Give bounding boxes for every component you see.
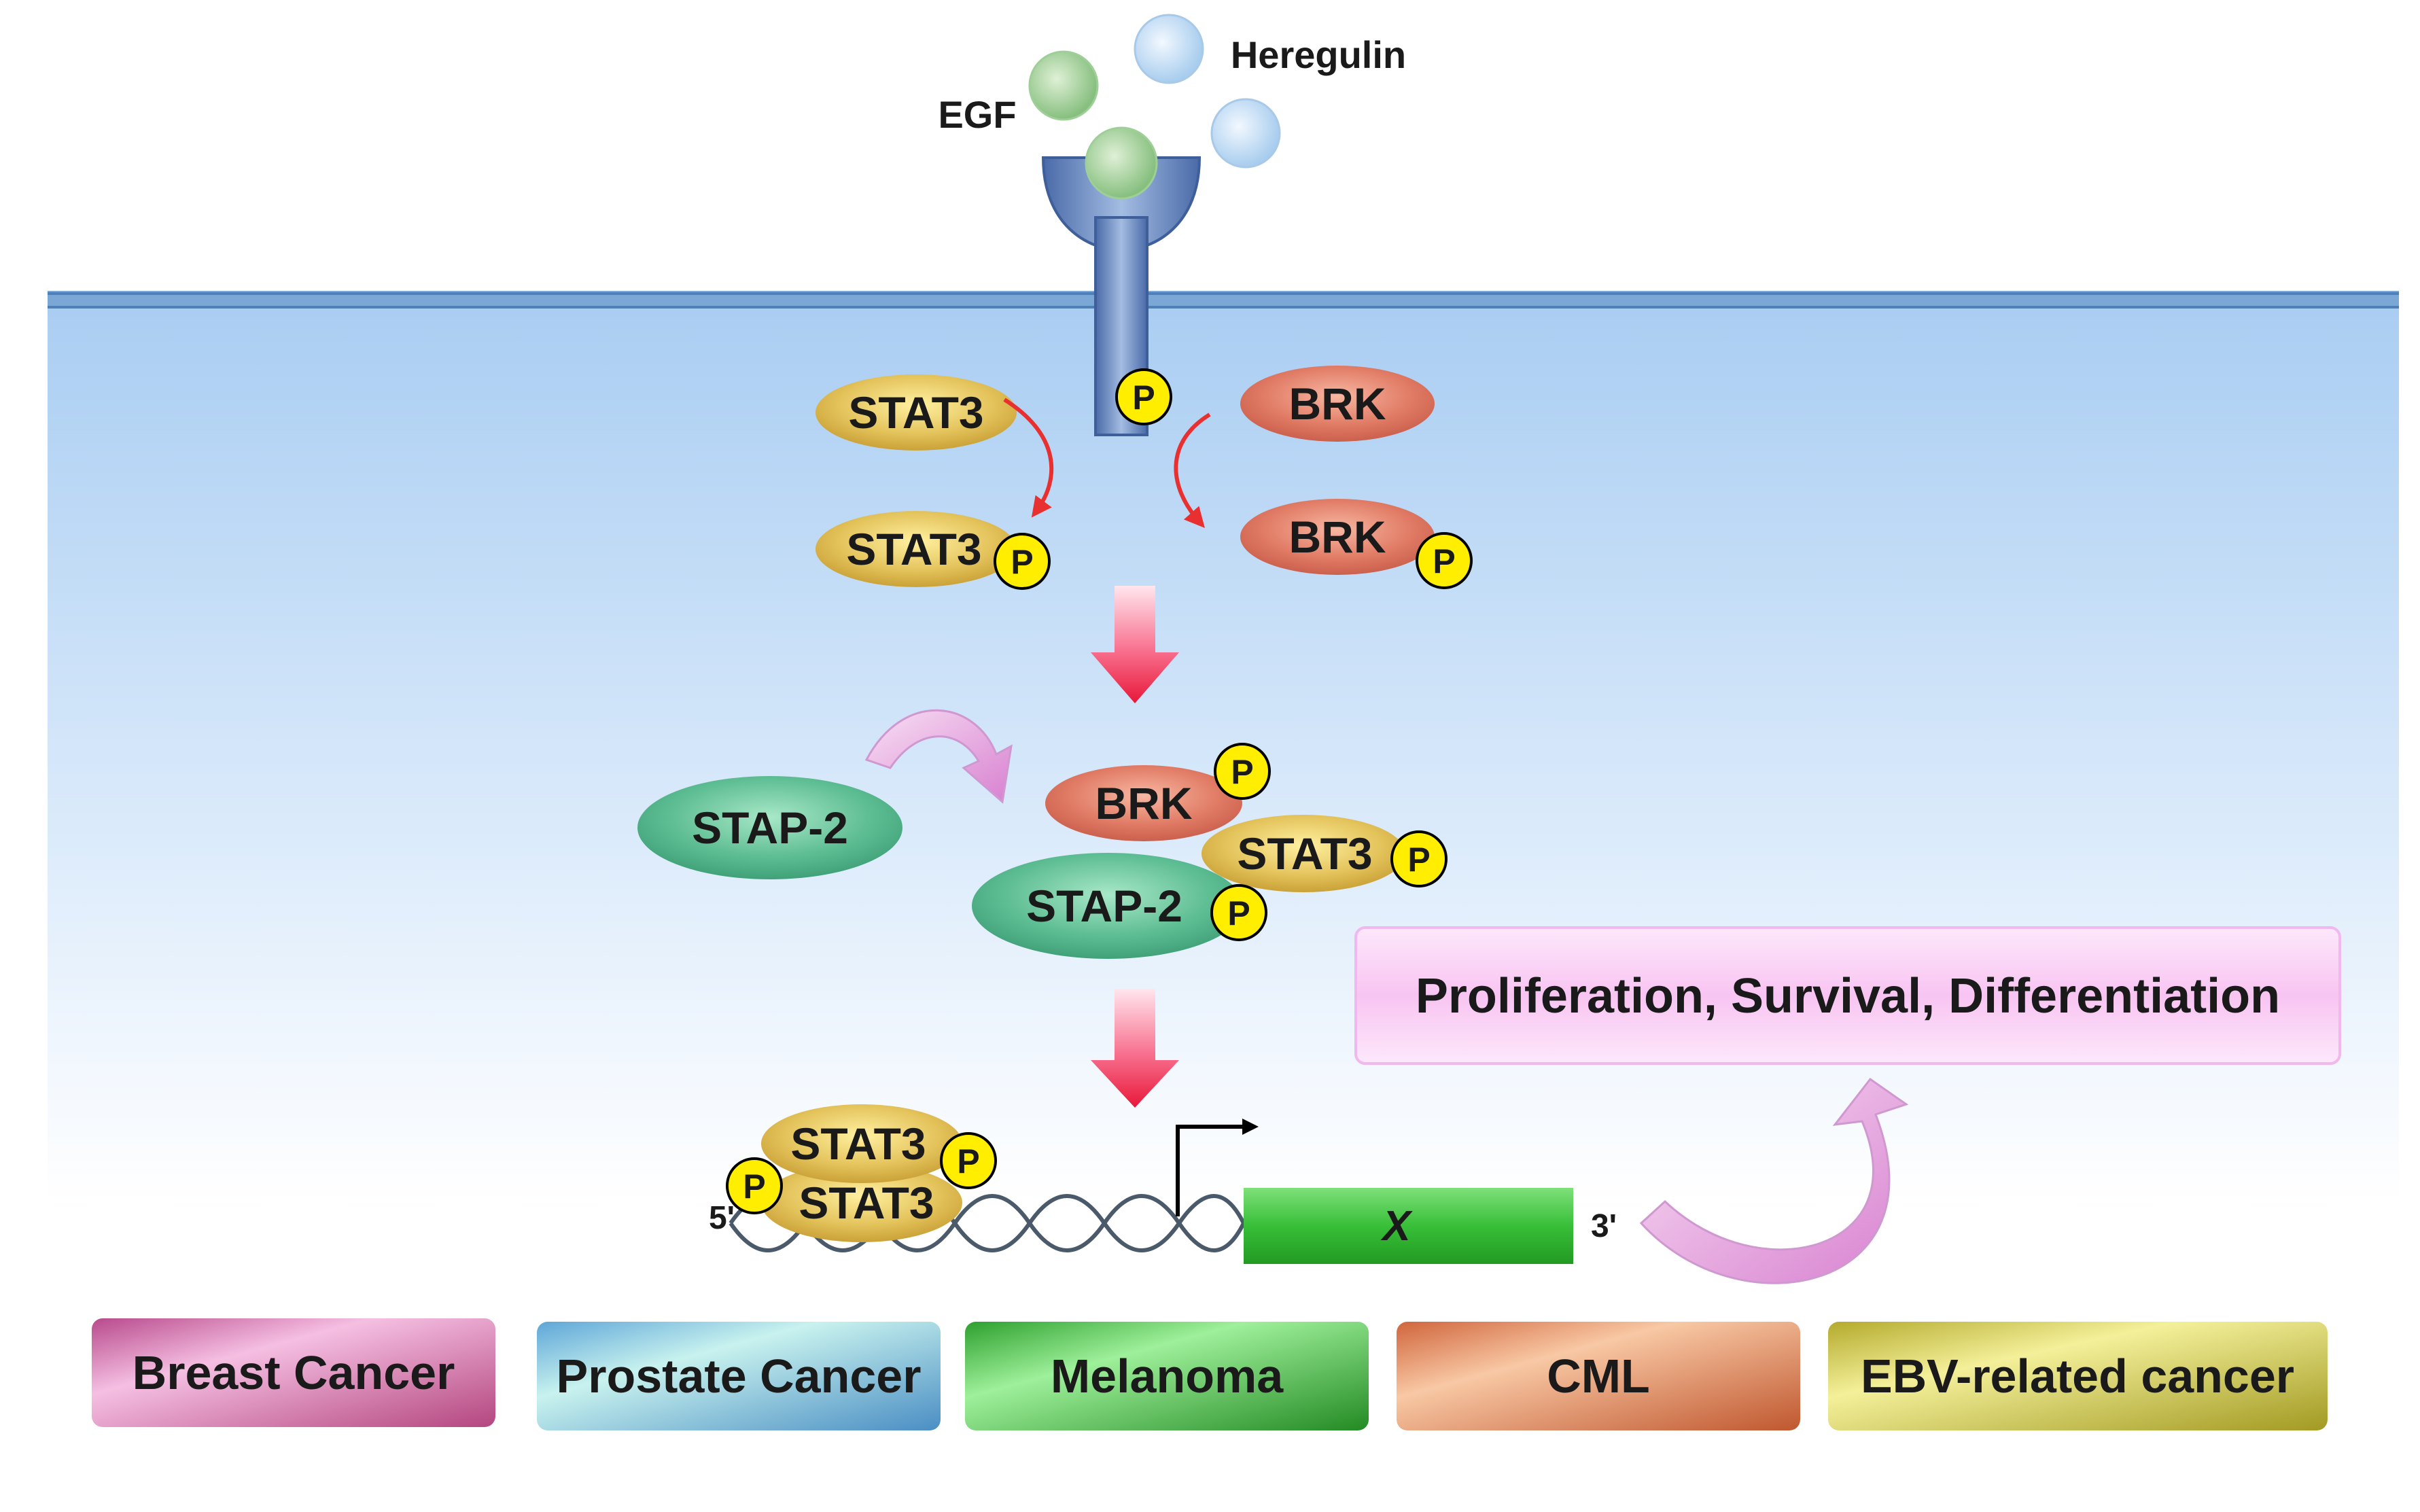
stat3-phosphorylated-label: STAT3 bbox=[846, 524, 981, 574]
gene-x-label: X bbox=[1380, 1203, 1413, 1250]
disease-box-ebv-related-cancer bbox=[1828, 1322, 2328, 1430]
complex-stap2-label: STAP-2 bbox=[1026, 881, 1182, 931]
disease-label-melanoma: Melanoma bbox=[1051, 1350, 1284, 1403]
stat3-dimer-lower bbox=[761, 1163, 962, 1242]
stat3-dimer-upper-label: STAT3 bbox=[790, 1119, 926, 1169]
five-prime-label: 5' bbox=[709, 1200, 735, 1236]
outcome-box bbox=[1354, 926, 2341, 1065]
complex-phospho-stat3-label: P bbox=[1407, 841, 1430, 879]
complex-brk bbox=[1045, 765, 1242, 841]
disease-box-melanoma bbox=[965, 1322, 1369, 1430]
outcome-label: Proliferation, Survival, Differentiation bbox=[1416, 969, 2280, 1023]
brk-phosphorylated-label: BRK bbox=[1289, 512, 1386, 562]
complex-stat3 bbox=[1202, 815, 1405, 892]
phospho-badge-receptor bbox=[1115, 368, 1172, 425]
stap2-label: STAP-2 bbox=[692, 803, 848, 853]
stat3-protein bbox=[816, 374, 1017, 451]
outcome-curved-arrow bbox=[1639, 1077, 1909, 1284]
brk-phosphorylation-arrow bbox=[1174, 412, 1211, 528]
stat3-phosphorylated bbox=[816, 511, 1017, 587]
complex-phospho-brk-label: P bbox=[1231, 753, 1253, 791]
stat3-dimer-phospho-upper bbox=[940, 1132, 997, 1189]
complex-phospho-stat3 bbox=[1390, 830, 1448, 887]
complex-phospho-stap2 bbox=[1210, 884, 1267, 941]
disease-box-prostate-cancer bbox=[537, 1322, 941, 1430]
disease-label-ebv-related-cancer: EBV-related cancer bbox=[1861, 1350, 2294, 1403]
brk-stat3-stap2-complex: BRK STAT3 STAP-2 P P P bbox=[972, 743, 1448, 959]
stap2-protein bbox=[637, 776, 902, 879]
stat3-dimer: STAT3 STAT3 P P bbox=[726, 1104, 997, 1242]
down-arrow-complex-formation bbox=[1091, 586, 1179, 703]
egf-label: EGF bbox=[938, 93, 1016, 136]
phospho-badge-stat3 bbox=[994, 533, 1051, 590]
disease-box-breast-cancer bbox=[92, 1318, 495, 1427]
stap2-recruitment-arrow bbox=[864, 709, 1013, 804]
complex-phospho-stap2-label: P bbox=[1227, 894, 1250, 932]
egf-ligand bbox=[1028, 50, 1099, 121]
stat3-dimer-lower-label: STAT3 bbox=[799, 1178, 934, 1228]
phospho-badge-brk bbox=[1416, 532, 1473, 589]
heregulin-ligand-2 bbox=[1210, 98, 1281, 169]
stat3-phosphorylation-arrow bbox=[1003, 398, 1054, 518]
down-arrow-transcription bbox=[1091, 989, 1179, 1108]
stat3-dimer-upper bbox=[761, 1104, 962, 1183]
complex-stap2 bbox=[972, 853, 1244, 959]
stat3-dimer-phospho-lower-label: P bbox=[743, 1167, 765, 1206]
disease-box-cml bbox=[1397, 1322, 1800, 1430]
brk-label: BRK bbox=[1289, 379, 1386, 429]
stat3-dimer-phospho-lower bbox=[726, 1157, 783, 1214]
transcription-start-arrow bbox=[1176, 1119, 1259, 1216]
disease-label-cml: CML bbox=[1547, 1350, 1650, 1403]
heregulin-label: Heregulin bbox=[1231, 33, 1406, 76]
complex-stat3-label: STAT3 bbox=[1237, 828, 1372, 879]
stat3-label: STAT3 bbox=[848, 387, 983, 438]
brk-phosphorylated bbox=[1240, 499, 1435, 575]
phospho-label-receptor: P bbox=[1132, 379, 1155, 417]
disease-label-prostate-cancer: Prostate Cancer bbox=[557, 1350, 922, 1403]
egf-ligand-bound bbox=[1085, 126, 1158, 200]
phospho-label-stat3: P bbox=[1011, 543, 1033, 581]
gene-x-box bbox=[1244, 1188, 1573, 1264]
phospho-label-brk: P bbox=[1433, 542, 1455, 580]
heregulin-ligand bbox=[1134, 14, 1204, 84]
brk-protein bbox=[1240, 366, 1435, 442]
disease-label-breast-cancer: Breast Cancer bbox=[133, 1346, 455, 1399]
disease-row: Breast Cancer Prostate Cancer Melanoma C… bbox=[92, 1318, 2328, 1430]
three-prime-label: 3' bbox=[1591, 1208, 1617, 1244]
stat3-dimer-phospho-upper-label: P bbox=[957, 1142, 979, 1180]
complex-brk-label: BRK bbox=[1095, 778, 1193, 828]
complex-phospho-brk bbox=[1214, 743, 1271, 800]
